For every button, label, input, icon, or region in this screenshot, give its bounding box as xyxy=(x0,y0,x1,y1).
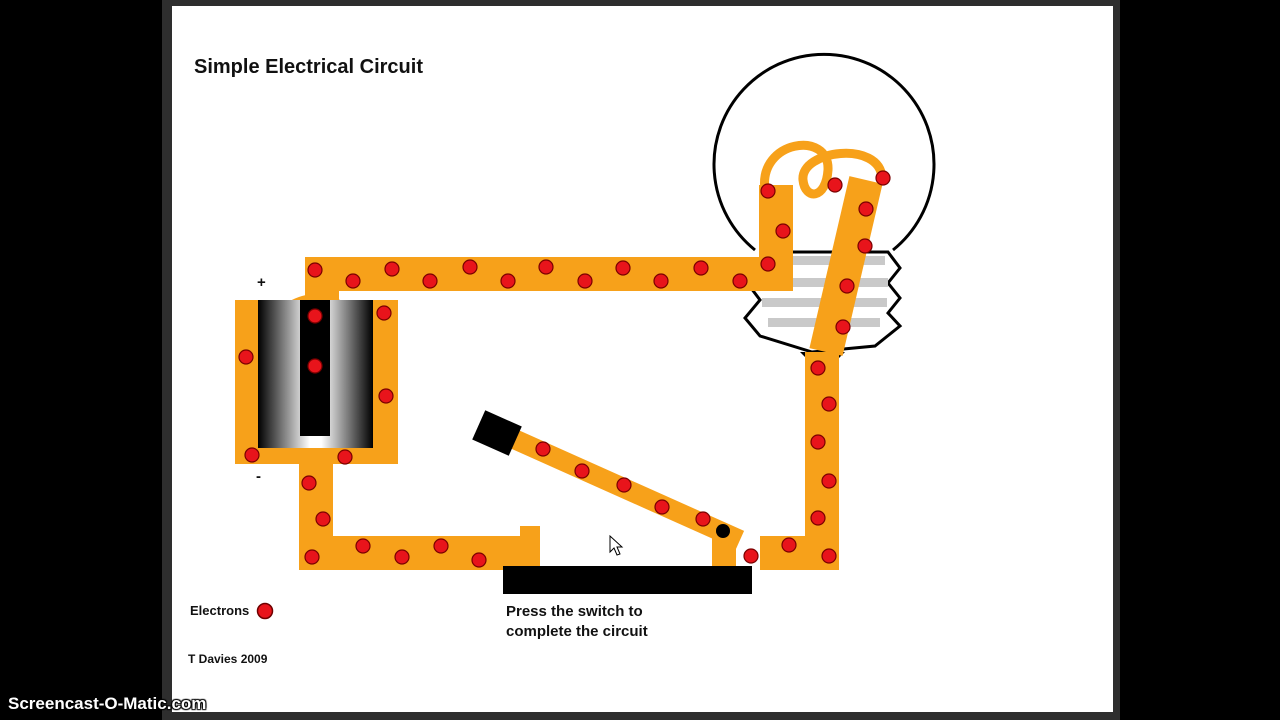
switch-caption-line2: complete the circuit xyxy=(506,623,648,640)
electron xyxy=(500,273,516,289)
electron xyxy=(654,499,670,515)
electron xyxy=(244,447,260,463)
electron xyxy=(810,360,826,376)
electron xyxy=(616,477,632,493)
switch-caption: Press the switch to complete the circuit xyxy=(506,602,648,642)
electron xyxy=(615,260,631,276)
battery xyxy=(235,294,398,464)
electron xyxy=(535,441,551,457)
electron xyxy=(760,256,776,272)
electron xyxy=(384,261,400,277)
electron xyxy=(821,396,837,412)
battery-positive-label: + xyxy=(257,274,266,291)
switch-left-contact xyxy=(520,526,540,572)
electron xyxy=(781,537,797,553)
electron xyxy=(821,548,837,564)
electron xyxy=(775,223,791,239)
electron xyxy=(394,549,410,565)
electron xyxy=(577,273,593,289)
electron xyxy=(471,552,487,568)
electron xyxy=(875,170,891,186)
electron xyxy=(693,260,709,276)
electron xyxy=(760,183,776,199)
switch-base xyxy=(503,566,752,594)
battery-negative-label: - xyxy=(256,468,261,485)
filament xyxy=(760,140,887,199)
electrons xyxy=(238,170,891,568)
electron xyxy=(839,278,855,294)
electron xyxy=(422,273,438,289)
electron xyxy=(307,308,323,324)
electron xyxy=(304,549,320,565)
electron xyxy=(315,511,331,527)
legend-electron-icon xyxy=(256,602,274,620)
electron xyxy=(307,358,323,374)
electron xyxy=(827,177,843,193)
electron xyxy=(821,473,837,489)
cursor-icon xyxy=(609,534,624,556)
electron xyxy=(238,349,254,365)
electron xyxy=(858,201,874,217)
electron xyxy=(653,273,669,289)
watermark: Screencast-O-Matic.com xyxy=(8,694,207,713)
electron xyxy=(835,319,851,335)
electron xyxy=(345,273,361,289)
legend-label: Electrons xyxy=(190,603,250,618)
electron xyxy=(433,538,449,554)
electron xyxy=(307,262,323,278)
credit-text: T Davies 2009 xyxy=(188,652,268,666)
electron xyxy=(857,238,873,254)
electron xyxy=(462,259,478,275)
electron xyxy=(355,538,371,554)
electron xyxy=(301,475,317,491)
electron xyxy=(376,305,392,321)
electron xyxy=(810,434,826,450)
electron xyxy=(538,259,554,275)
electron xyxy=(810,510,826,526)
electron xyxy=(337,449,353,465)
electron xyxy=(378,388,394,404)
diagram-title: Simple Electrical Circuit xyxy=(194,56,423,78)
electron xyxy=(574,463,590,479)
electron xyxy=(743,548,759,564)
electron xyxy=(695,511,711,527)
switch-caption-line1: Press the switch to xyxy=(506,603,643,620)
electron xyxy=(732,273,748,289)
